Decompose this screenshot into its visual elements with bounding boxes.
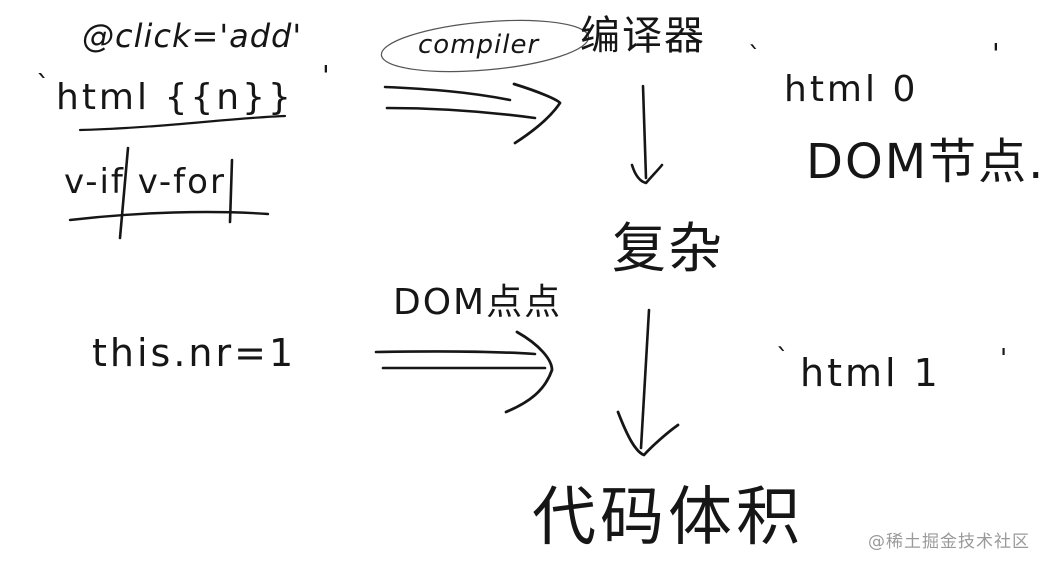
close-quote-mark: ' <box>322 59 331 92</box>
dom-node-label: DOM点点 <box>393 282 563 323</box>
double-arrow-bottom <box>374 330 554 414</box>
directive-tick-2 <box>228 158 234 224</box>
click-binding-text: @click='add' <box>82 17 303 55</box>
directive-tick-1 <box>118 146 130 240</box>
compiler-label: compiler <box>418 30 540 60</box>
template-string-text: html {{n}} <box>56 77 294 118</box>
compiler-ellipse <box>380 19 590 73</box>
html-one-text: html 1 <box>800 351 941 395</box>
underline-template <box>78 114 287 132</box>
right-top-open-quote: ` <box>748 42 762 72</box>
code-size-label: 代码体积 <box>532 481 804 555</box>
watermark: @稀土掘金技术社区 <box>868 532 1030 552</box>
right-bottom-open-quote: ` <box>776 344 790 374</box>
double-arrow-top <box>383 82 562 145</box>
assignment-text: this.nr=1 <box>92 331 297 375</box>
compiler-cjk-label: 编译器 <box>580 13 706 59</box>
open-quote-mark: ` <box>36 69 51 102</box>
down-arrow-bottom <box>616 308 680 457</box>
directives-text: v-if v-for <box>64 162 226 202</box>
dom-node-note: DOM节点. <box>806 134 1046 190</box>
right-bottom-close-quote: ' <box>1000 344 1009 374</box>
complex-label: 复杂 <box>612 217 724 280</box>
underline-directives <box>68 210 270 222</box>
html-zero-text: html 0 <box>784 69 919 110</box>
down-arrow-top <box>630 84 664 185</box>
right-top-close-quote: ' <box>992 37 1001 70</box>
